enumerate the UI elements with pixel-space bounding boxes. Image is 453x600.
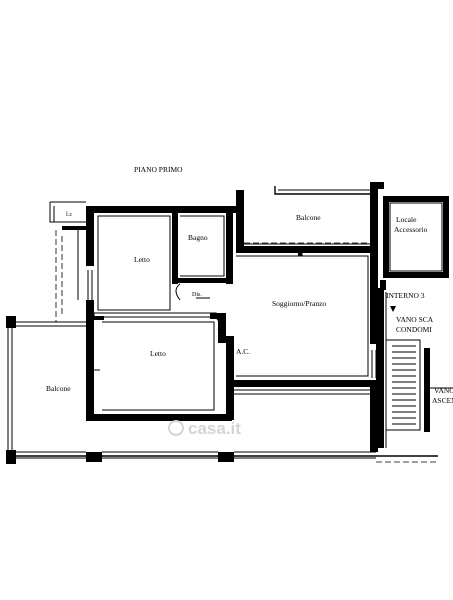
room-label-accessorio: Accessorio [394,225,428,234]
room-label-locale: Locale [396,215,417,224]
vano-ascensore-label-1: VANO [434,386,453,395]
room-label-balcone-left: Balcone [46,384,71,393]
vano-scala-label-1: VANO SCA [396,315,434,324]
left-balcony [6,201,438,464]
room-label-dis: Dis. [192,292,202,298]
locale-accessorio [383,196,449,278]
room-label-soggiorno: Soggiorno/Pranzo [272,299,326,308]
room-label-letto-top: Letto [134,255,150,264]
watermark-text: casa.it [188,419,241,438]
interno-label: INTERNO 3 [386,291,425,300]
apartment-walls [62,206,378,452]
room-label-bagno: Bagno [188,233,208,242]
stairwell [376,280,453,448]
room-label-ac: A.C. [236,347,250,356]
watermark: casa.it [168,419,241,438]
room-label-lc: l.c [66,211,72,218]
door-arrows [86,248,303,373]
vano-scala-label-2: CONDOMI [396,325,432,334]
vano-ascensore-label-2: ASCEN [432,396,453,405]
room-label-letto-bottom: Letto [150,349,166,358]
plan-title: PIANO PRIMO [134,165,183,174]
room-label-balcone-top: Balcone [296,213,321,222]
